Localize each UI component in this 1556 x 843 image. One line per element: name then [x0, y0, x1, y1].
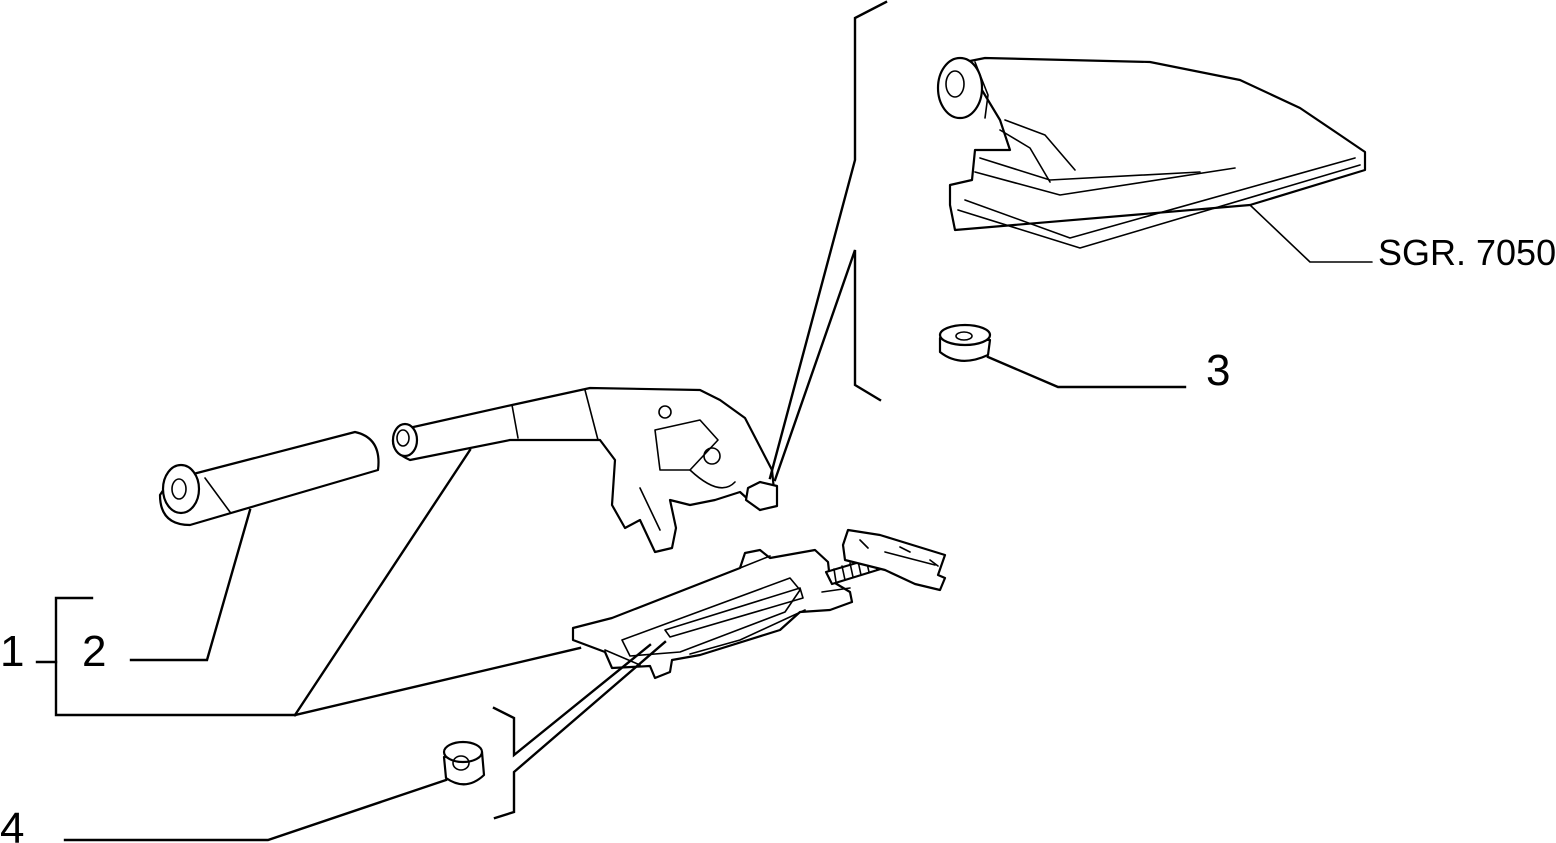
callout-2: 2 [82, 627, 106, 676]
leader-lines [35, 0, 1187, 842]
handbrake-lever [391, 386, 779, 554]
lever-boot [936, 56, 1373, 263]
cable-spring-bracket [824, 528, 947, 592]
callout-1: 1 [0, 627, 24, 676]
callout-3: 3 [1206, 346, 1230, 395]
handle-grip-part-2 [158, 430, 380, 527]
reference-code: SGR. 70504 [1378, 232, 1556, 273]
spacer-part-4 [442, 740, 486, 786]
base-plate [571, 548, 854, 680]
callout-4: 4 [0, 804, 24, 843]
bush-part-3 [938, 323, 992, 362]
